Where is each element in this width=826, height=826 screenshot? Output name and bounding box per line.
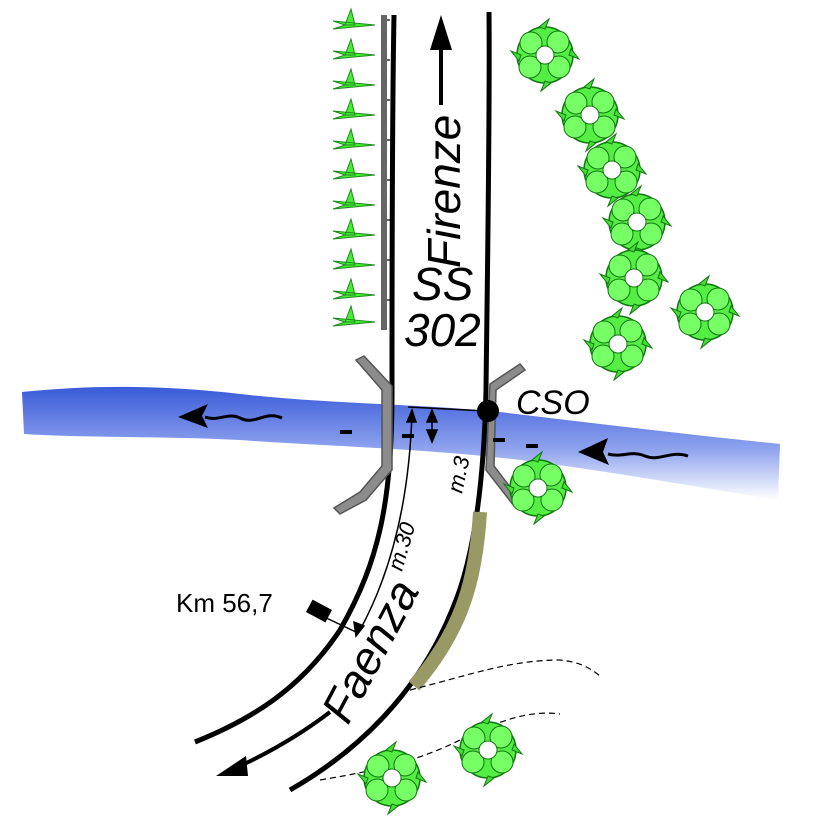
river xyxy=(22,386,780,500)
deck-dashes xyxy=(340,430,538,448)
flow-arrow-icon xyxy=(178,404,283,428)
embankment-vegetation xyxy=(332,8,390,330)
label-distance-3m: m.3 xyxy=(442,453,474,495)
label-firenze: Firenze xyxy=(418,115,470,268)
flow-arrow-icon xyxy=(578,438,689,465)
south-arrow-icon xyxy=(216,710,332,776)
label-distance-30m: m.30 xyxy=(383,519,421,574)
north-arrow-icon xyxy=(430,15,452,105)
road-left-edge xyxy=(194,14,397,745)
km-marker-icon xyxy=(306,599,332,623)
dimension-3m xyxy=(425,408,439,444)
label-faenza: Faenza xyxy=(311,571,429,731)
dashed-ground-lines xyxy=(319,659,601,781)
label-km: Km 56,7 xyxy=(176,588,273,618)
label-cso: CSO xyxy=(516,384,590,422)
road-right-edge xyxy=(288,11,492,793)
lining-strip xyxy=(408,511,487,691)
label-road-name: SS xyxy=(412,258,474,310)
label-road-number: 302 xyxy=(404,304,481,356)
cso-point-icon xyxy=(477,400,499,422)
